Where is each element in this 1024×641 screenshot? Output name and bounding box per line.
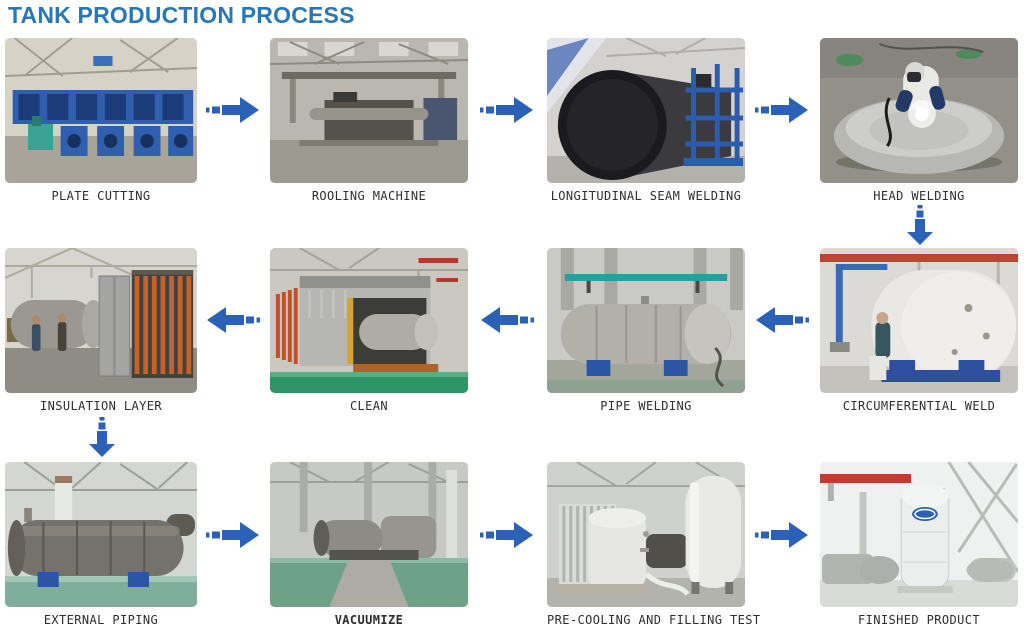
photo-clean	[270, 248, 468, 393]
step-label: PIPE WELDING	[600, 399, 692, 413]
step-longitudinal-seam-welding: LONGITUDINAL SEAM WELDING	[547, 38, 745, 203]
step-external-piping: EXTERNAL PIPING	[5, 462, 197, 627]
step-insulation-layer: INSULATION LAYER	[5, 248, 197, 413]
step-circumferential-weld: CIRCUMFERENTIAL WELD	[820, 248, 1018, 413]
photo-pre-cooling-filling-test	[547, 462, 745, 607]
step-label: EXTERNAL PIPING	[43, 613, 159, 627]
step-vacuumize: VACUUMIZE	[270, 462, 468, 627]
step-label: CLEAN	[349, 399, 389, 413]
arrow-right-icon	[754, 520, 810, 550]
photo-finished-product	[820, 462, 1018, 607]
step-label: VACUUMIZE	[334, 613, 404, 627]
arrow-down-icon	[905, 204, 935, 246]
step-label: LONGITUDINAL SEAM WELDING	[550, 189, 742, 203]
arrow-right-icon	[205, 95, 261, 125]
photo-head-welding	[820, 38, 1018, 183]
step-finished-product: FINISHED PRODUCT	[820, 462, 1018, 627]
photo-circumferential-weld	[820, 248, 1018, 393]
page-title: TANK PRODUCTION PROCESS	[8, 2, 355, 28]
arrow-down-icon	[87, 416, 117, 458]
photo-insulation-layer	[5, 248, 197, 393]
arrow-right-icon	[205, 520, 261, 550]
arrow-left-icon	[205, 305, 261, 335]
arrow-right-icon	[754, 95, 810, 125]
step-rooling-machine: ROOLING MACHINE	[270, 38, 468, 203]
arrow-right-icon	[479, 95, 535, 125]
arrow-left-icon	[479, 305, 535, 335]
step-label: ROOLING MACHINE	[311, 189, 427, 203]
photo-plate-cutting	[5, 38, 197, 183]
photo-longitudinal-seam-welding	[547, 38, 745, 183]
arrow-left-icon	[754, 305, 810, 335]
step-label: INSULATION LAYER	[40, 399, 162, 413]
photo-pipe-welding	[547, 248, 745, 393]
arrow-right-icon	[479, 520, 535, 550]
step-label: HEAD WELDING	[873, 189, 965, 203]
step-head-welding: HEAD WELDING	[820, 38, 1018, 203]
step-label: PLATE CUTTING	[51, 189, 151, 203]
step-plate-cutting: PLATE CUTTING	[5, 38, 197, 203]
step-label: PRE-COOLING AND FILLING TEST	[547, 613, 761, 627]
photo-external-piping	[5, 462, 197, 607]
step-label: CIRCUMFERENTIAL WELD	[842, 399, 996, 413]
step-clean: CLEAN	[270, 248, 468, 413]
photo-vacuumize	[270, 462, 468, 607]
step-pipe-welding: PIPE WELDING	[547, 248, 745, 413]
photo-rooling-machine	[270, 38, 468, 183]
step-label: FINISHED PRODUCT	[858, 613, 980, 627]
step-pre-cooling-filling-test: PRE-COOLING AND FILLING TEST	[547, 462, 761, 627]
